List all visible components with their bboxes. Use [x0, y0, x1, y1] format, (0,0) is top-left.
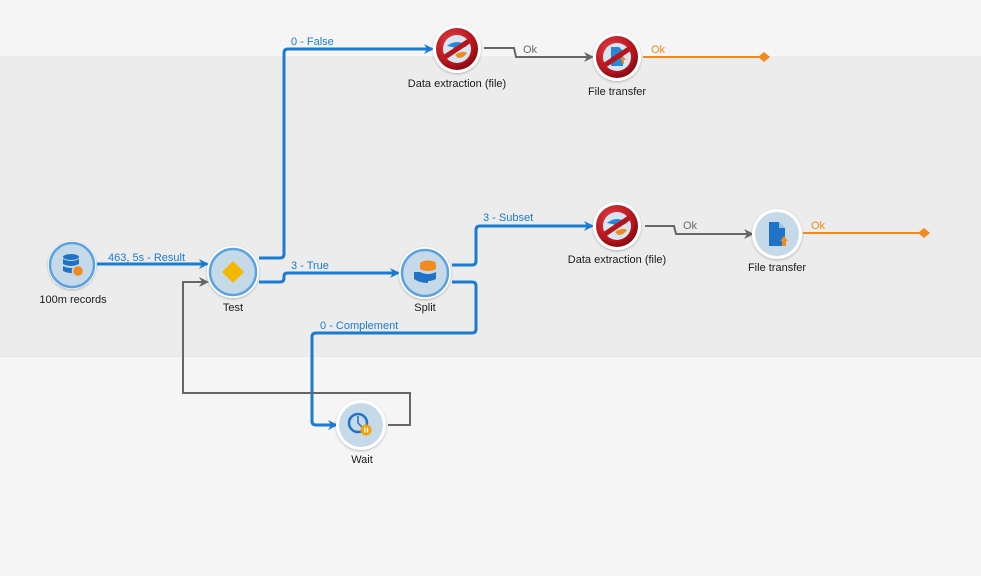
edge-label-ok-1: Ok — [523, 44, 538, 56]
workflow-lane-band — [0, 55, 981, 357]
node-label-data-extraction-1: Data extraction (file) — [407, 78, 507, 90]
file-upload-icon — [769, 222, 788, 246]
node-split[interactable] — [399, 247, 451, 299]
edge-label-ok-pending-1: Ok — [651, 44, 666, 56]
edge-true[interactable] — [259, 268, 400, 284]
node-data-extraction-2[interactable] — [593, 202, 641, 250]
edge-ok-2[interactable] — [645, 225, 754, 239]
node-label-wait: Wait — [351, 454, 373, 466]
edge-label-true: 3 - True — [291, 260, 329, 272]
edge-ok-pending-1[interactable] — [643, 52, 770, 62]
node-label-file-transfer-1: File transfer — [587, 86, 647, 98]
node-label-split: Split — [414, 302, 436, 314]
edge-loop-back[interactable] — [182, 277, 411, 426]
edge-label-ok-pending-2: Ok — [811, 220, 826, 232]
test-diamond-icon — [222, 261, 244, 283]
node-label-test: Test — [222, 302, 244, 314]
edge-label-subset: 3 - Subset — [483, 212, 534, 224]
clock-pause-icon — [347, 412, 372, 436]
end-diamond-2 — [918, 228, 930, 238]
edge-complement[interactable] — [310, 280, 478, 430]
node-file-transfer-1[interactable] — [593, 33, 641, 81]
edge-label-result: 463, 5s - Result — [108, 252, 186, 264]
edge-ok-pending-2[interactable] — [803, 228, 930, 238]
split-database-icon — [414, 260, 436, 283]
end-diamond-1 — [758, 52, 770, 62]
database-query-icon — [63, 254, 85, 278]
edge-subset[interactable] — [452, 221, 594, 267]
edge-false[interactable] — [259, 44, 434, 260]
edge-label-complement: 0 - Complement — [320, 320, 399, 332]
node-data-extraction-1[interactable] — [433, 25, 481, 73]
node-label-data-extraction-2: Data extraction (file) — [567, 254, 667, 266]
node-label-file-transfer-2: File transfer — [747, 262, 807, 274]
edge-label-ok-2: Ok — [683, 220, 698, 232]
edge-ok-1[interactable] — [484, 47, 594, 62]
edge-label-false: 0 - False — [291, 36, 334, 48]
node-label-100m-records: 100m records — [39, 294, 107, 306]
